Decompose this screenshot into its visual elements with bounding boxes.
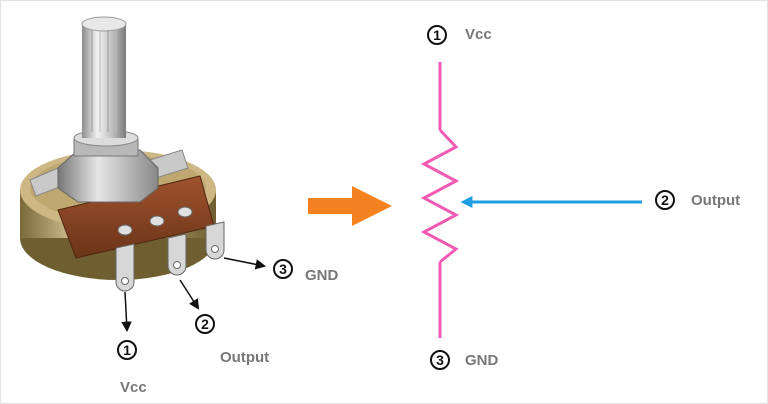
schematic-pin3-label: GND (465, 352, 499, 369)
schematic-pin1-number: 1 (427, 25, 447, 45)
terminal-legs (115, 221, 225, 292)
pin1-pointer-arrow (121, 291, 132, 333)
photo-pin3-number: 3 (273, 259, 293, 279)
schematic-pin1-label: Vcc (465, 26, 492, 43)
schematic-pin2-label: Output (691, 192, 741, 209)
pin2-pointer-arrow (179, 279, 200, 310)
pin3-pointer-arrow (223, 257, 267, 270)
photo-pin1-number: 1 (117, 340, 137, 360)
photo-pin2-number: 2 (195, 314, 215, 334)
photo-pin1-label: Vcc (120, 379, 147, 396)
resistor-symbol (420, 62, 460, 338)
shaft (81, 16, 127, 138)
photo-pin2-label: Output (220, 349, 270, 366)
schematic-pin3-number: 3 (430, 350, 450, 370)
schematic-pin2-number: 2 (655, 190, 675, 210)
photo-pin3-label: GND (305, 267, 339, 284)
